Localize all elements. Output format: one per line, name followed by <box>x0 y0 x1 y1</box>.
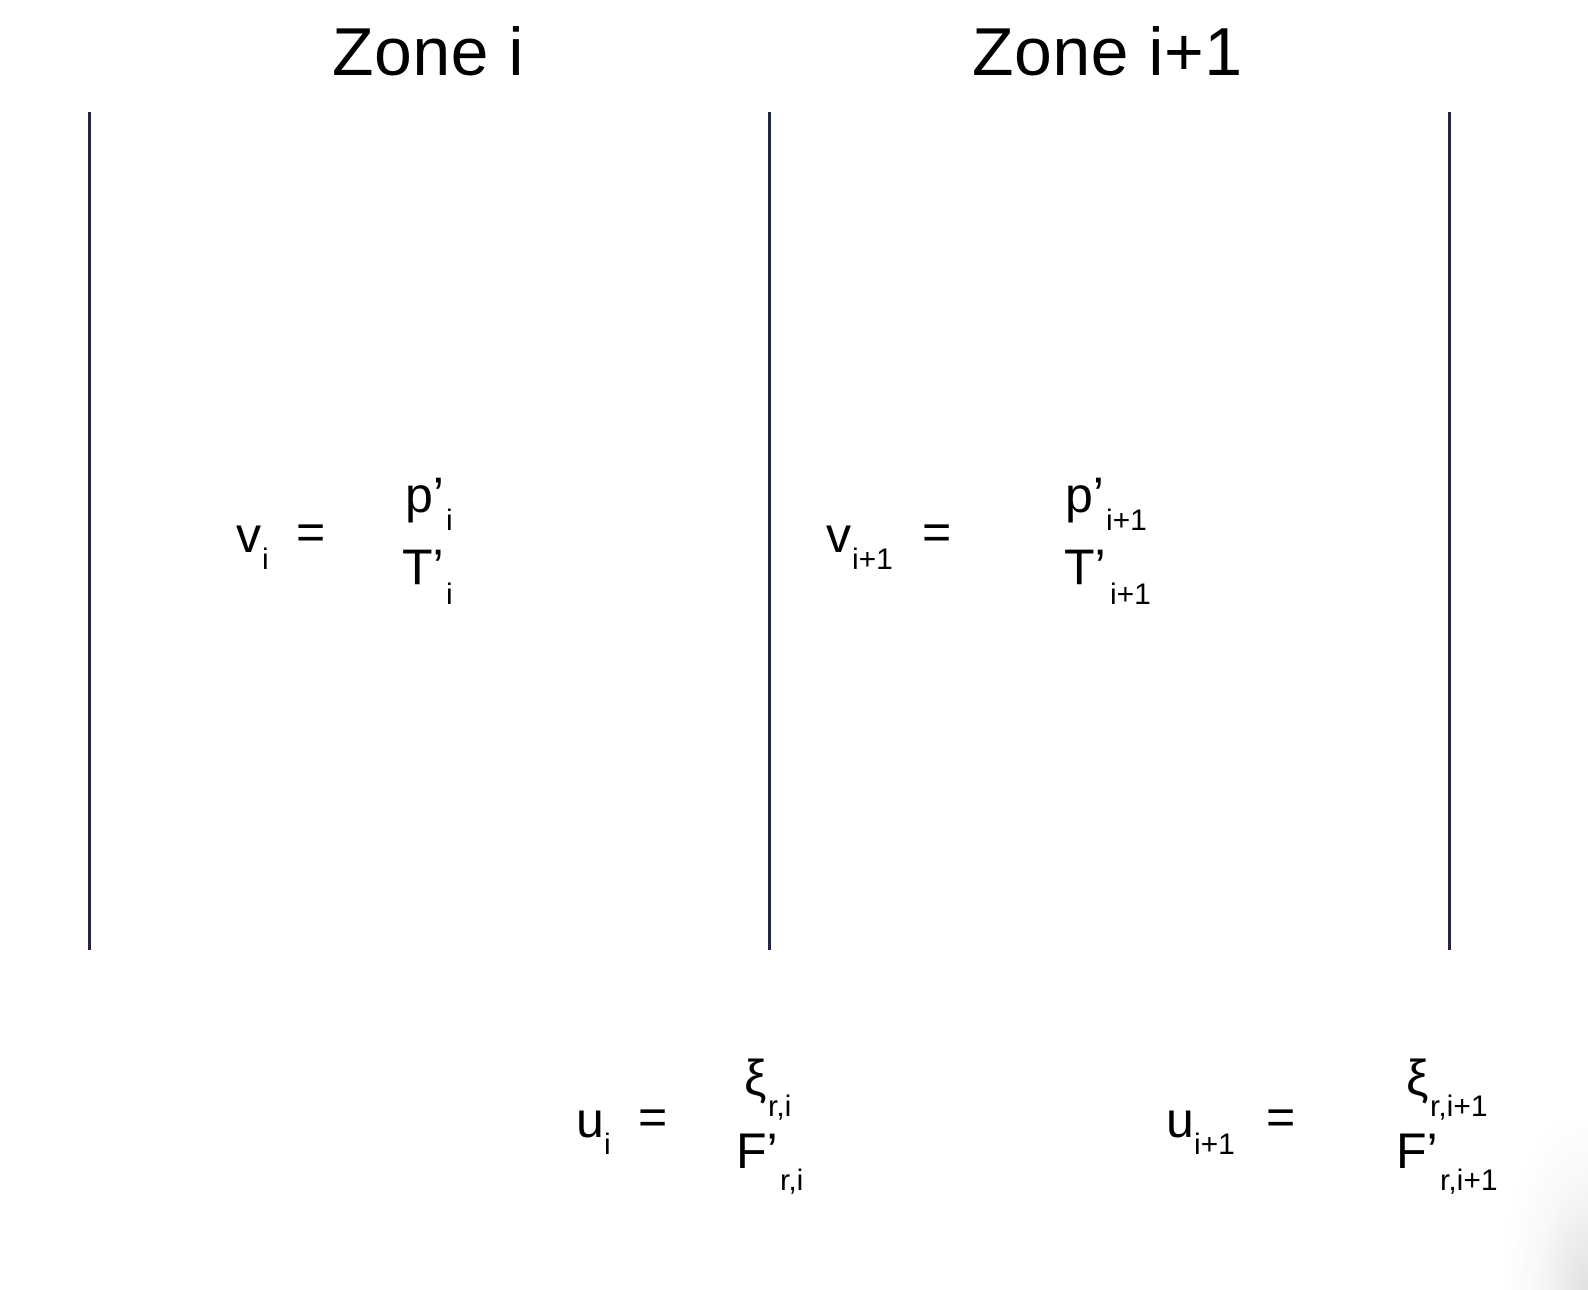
state-lhs-symbol: v <box>236 507 261 563</box>
state-temperature-symbol: T’ <box>402 539 444 595</box>
control-lhs-symbol: u <box>576 1092 604 1148</box>
state-pressure-subscript: i+1 <box>1106 504 1147 537</box>
control-extent-subscript: r,i+1 <box>1430 1090 1488 1123</box>
state-lhs-subscript: i+1 <box>852 543 893 576</box>
state-temperature-symbol: T’ <box>1064 539 1106 595</box>
control-extent-symbol: ξ <box>1406 1050 1429 1106</box>
control-flow-subscript: r,i+1 <box>1440 1164 1498 1197</box>
control-extent-subscript: r,i <box>768 1090 792 1123</box>
state-pressure-symbol: p’ <box>1065 467 1104 523</box>
control-flow-subscript: r,i <box>780 1164 804 1197</box>
state-temperature-subscript: i+1 <box>1110 578 1151 611</box>
right-boundary-line <box>1448 112 1451 950</box>
control-flow-symbol: F’ <box>736 1123 778 1179</box>
state-temperature-subscript: i <box>446 578 453 611</box>
state-lhs-symbol: v <box>826 507 851 563</box>
control-lhs-symbol: u <box>1166 1092 1194 1148</box>
state-pressure-symbol: p’ <box>405 467 444 523</box>
control-extent-symbol: ξ <box>744 1050 767 1106</box>
control-equals-sign: = <box>638 1089 668 1145</box>
zone-i-plus-1-title: Zone i+1 <box>972 14 1243 90</box>
control-lhs-subscript: i+1 <box>1194 1128 1235 1161</box>
state-pressure-subscript: i <box>446 504 453 537</box>
middle-boundary-line <box>768 112 771 950</box>
page-corner-shadow <box>1508 1120 1588 1290</box>
state-equals-sign: = <box>296 504 326 560</box>
zone-i-title: Zone i <box>332 14 524 90</box>
control-equals-sign: = <box>1266 1089 1296 1145</box>
control-lhs-subscript: i <box>604 1128 611 1161</box>
control-flow-symbol: F’ <box>1396 1123 1438 1179</box>
state-equals-sign: = <box>922 504 952 560</box>
state-lhs-subscript: i <box>262 543 269 576</box>
left-boundary-line <box>88 112 91 950</box>
